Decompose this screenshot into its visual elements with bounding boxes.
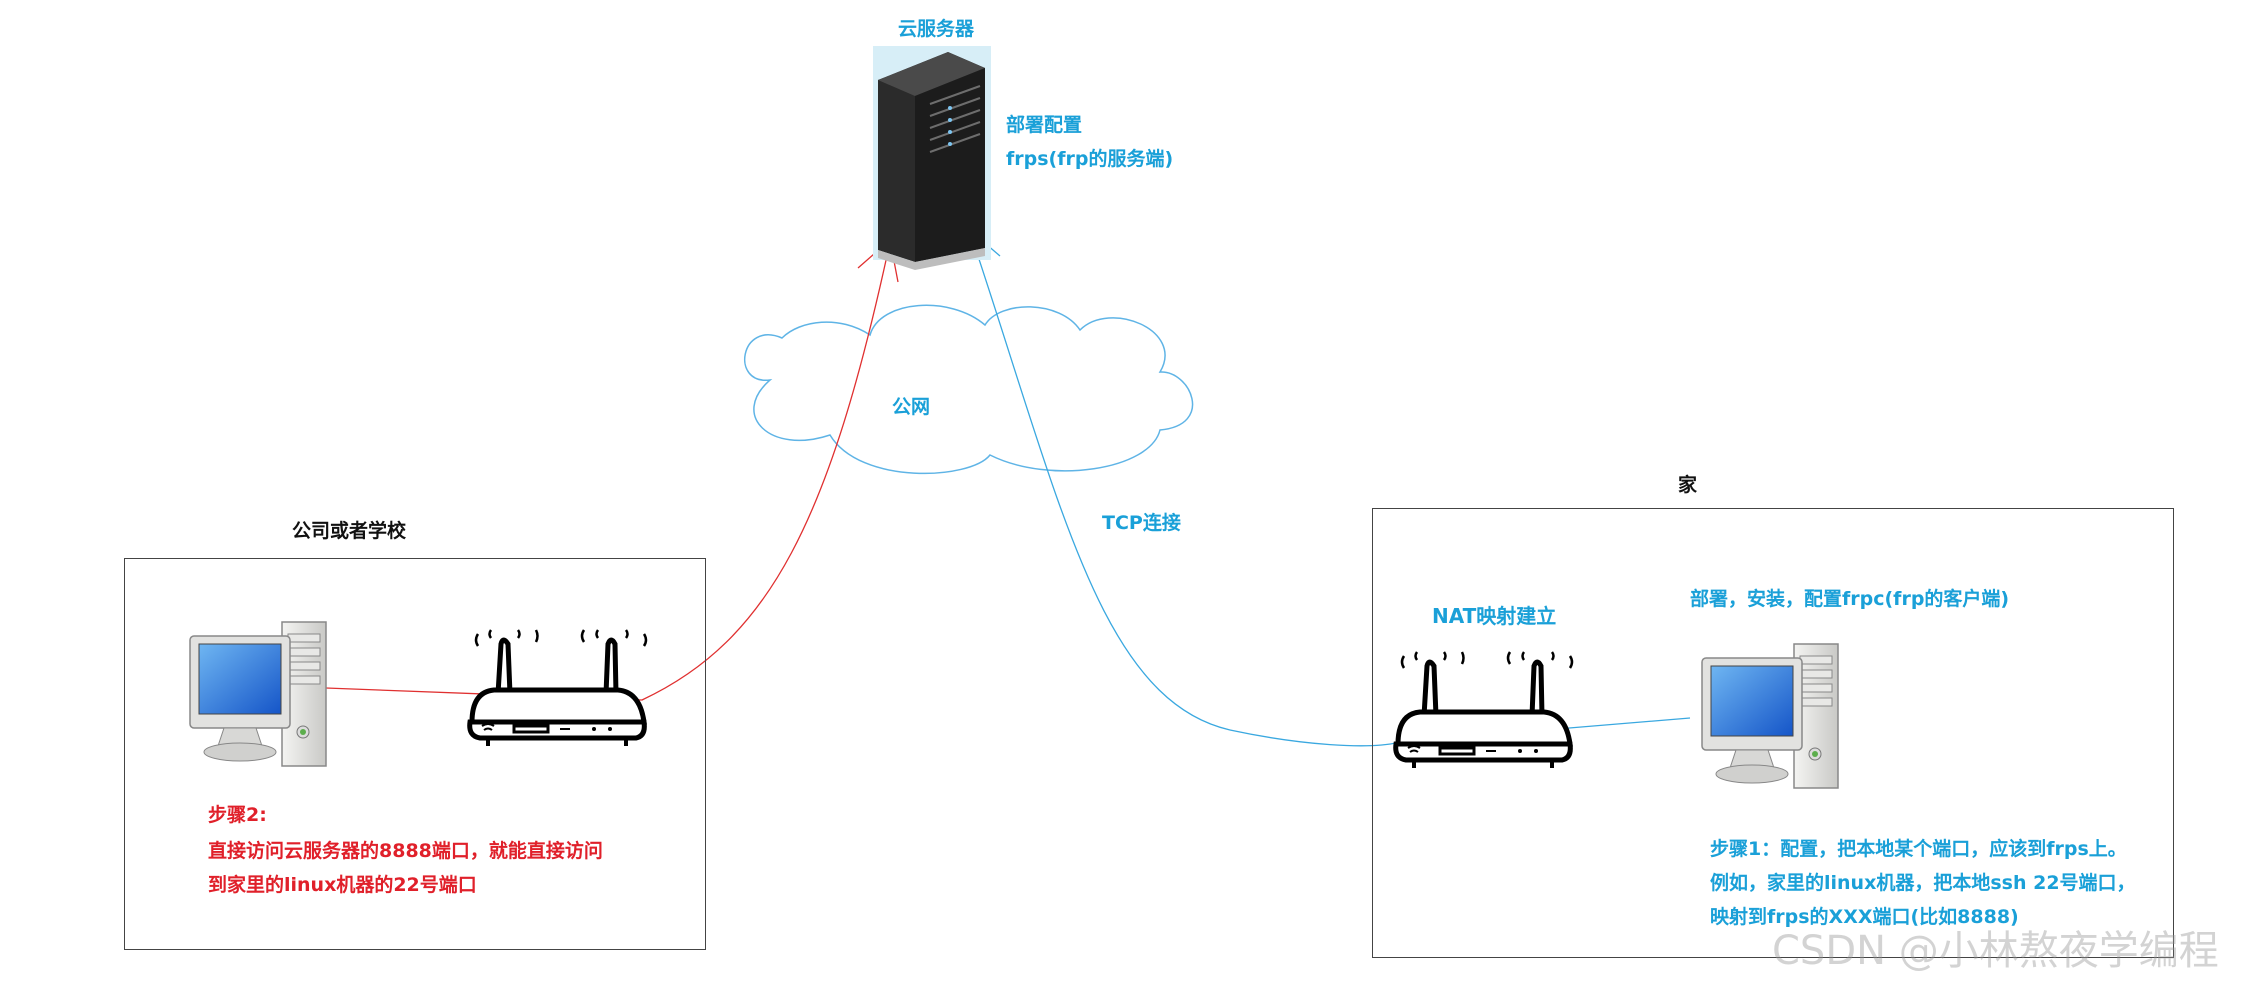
- home-box: [1372, 508, 2174, 958]
- internet-label: 公网: [892, 396, 931, 418]
- office-step-line2: 直接访问云服务器的8888端口，就能直接访问: [208, 840, 603, 862]
- server-note-line1: 部署配置: [1006, 114, 1083, 136]
- home-step-line3: 映射到frps的XXX端口(比如8888): [1710, 906, 2019, 928]
- server-icon: [873, 46, 991, 270]
- server-note-line2: frps(frp的服务端): [1006, 148, 1174, 170]
- home-title: 家: [1678, 474, 1698, 496]
- office-step-line1: 步骤2:: [208, 804, 267, 826]
- watermark: CSDN @小林熬夜学编程: [1772, 928, 2219, 974]
- nat-label: NAT映射建立: [1432, 604, 1557, 628]
- home-deploy-label: 部署，安装，配置frpc(frp的客户端): [1690, 588, 2010, 610]
- office-box: [124, 558, 706, 950]
- office-step-line3: 到家里的linux机器的22号端口: [208, 874, 477, 896]
- home-step-line2: 例如，家里的linux机器，把本地ssh 22号端口，: [1710, 872, 2136, 894]
- red-connection-line: [325, 241, 891, 701]
- home-step-line1: 步骤1：配置，把本地某个端口，应该到frps上。: [1710, 838, 2127, 860]
- blue-tcp-line: [969, 231, 1691, 747]
- office-title: 公司或者学校: [292, 520, 407, 542]
- tcp-label: TCP连接: [1102, 512, 1181, 534]
- server-title: 云服务器: [898, 18, 975, 40]
- cloud-shape: [744, 304, 1194, 475]
